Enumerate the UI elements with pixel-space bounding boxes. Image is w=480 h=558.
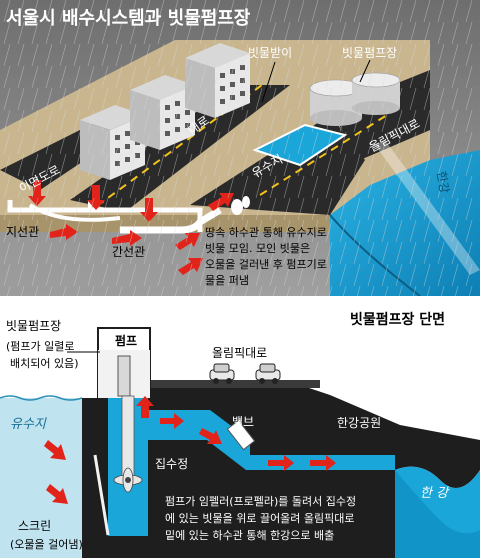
top-note-line: 물을 퍼냄 [205,274,249,287]
arrow-reservoir-2 [46,484,68,504]
label-valve: 밸브 [232,415,254,429]
label-screen: 스크린 [18,519,51,533]
leader-pump-station [359,59,371,83]
reservoir-water [0,398,82,558]
leader-rain-inlet [261,61,276,103]
bottom-title: 빗물펌프장 단면 [350,311,445,328]
arrow-reservoir-1 [44,440,66,460]
car-icon [255,363,281,384]
label-pump-station-bottom: 빗물펌프장 [6,319,61,333]
arrow-pipe-2 [199,428,222,444]
label-screen-note: (오물을 걸어냄) [10,538,83,551]
top-note: 땅속 하수관 통해 유수지로 빗물 모임. 모인 빗물은 오물을 걸러낸 후 펌… [205,225,327,287]
car-icon [209,363,235,384]
label-pump-station-note: 배치되어 있음) [10,357,79,370]
river-water-deep [395,470,480,558]
label-rain-inlet: 빗물받이 [248,46,292,60]
label-trunk-pipe: 간선관 [112,245,145,259]
arrow-pipe-1 [160,413,184,429]
label-reservoir-bottom: 유수지 [10,417,47,432]
rain-overlay [0,0,480,296]
label-river-top: 한강 [434,170,452,194]
label-pump-station-note: (펌프가 일렬로 [6,339,75,353]
bottom-note-line: 펌프가 임펠러(프로펠라)를 돌려서 집수정 [165,495,356,508]
top-note-line: 오물을 걸러낸 후 펌프기로 [205,258,327,271]
label-pump-station-top: 빗물펌프장 [342,46,397,60]
bottom-note-line: 밑에 있는 하수관 통해 한강으로 배출 [165,528,334,542]
top-note-line: 빗물 모임. 모인 빗물은 [205,242,310,255]
label-river-bottom: 한 강 [420,486,450,501]
pump-motor [117,355,131,397]
top-note-line: 땅속 하수관 통해 유수지로 [205,225,327,239]
valve-icon [226,419,256,451]
bottom-note-line: 에 있는 빗물을 위로 끌어올려 올림픽대로 [165,512,355,525]
label-branch-pipe: 지선관 [6,225,39,239]
bottom-note: 펌프가 임펠러(프로펠라)를 돌려서 집수정 에 있는 빗물을 위로 끌어올려 … [165,495,356,542]
top-title: 서울시 배수시스템과 빗물펌프장 [6,8,251,29]
arrow-pipe-3 [268,455,294,471]
arrow-pipe-4 [310,455,336,471]
reservoir-surface [0,395,83,401]
pump-column [121,395,135,479]
label-pump: 펌프 [115,333,137,348]
screen-grate [93,454,110,536]
label-sump: 집수정 [155,457,188,471]
impeller-icon [113,467,143,493]
panel-divider [0,296,480,300]
top-panel: 서울시 배수시스템과 빗물펌프장 빗물받이 빗물펌프장 이면도로 대로 유수지 … [0,0,480,297]
road-surface [150,380,320,388]
label-park: 한강공원 [337,416,381,430]
bottom-panel: 빗물펌프장 단면 빗물펌프장 (펌프가 일렬로 배치되어 있음) 펌프 올림픽대… [0,300,480,558]
flow-arrows-bottom [44,396,336,504]
arrow-sump-up [136,396,154,418]
label-road-bottom: 올림픽대로 [212,346,267,360]
discharge-pipe [148,410,395,470]
